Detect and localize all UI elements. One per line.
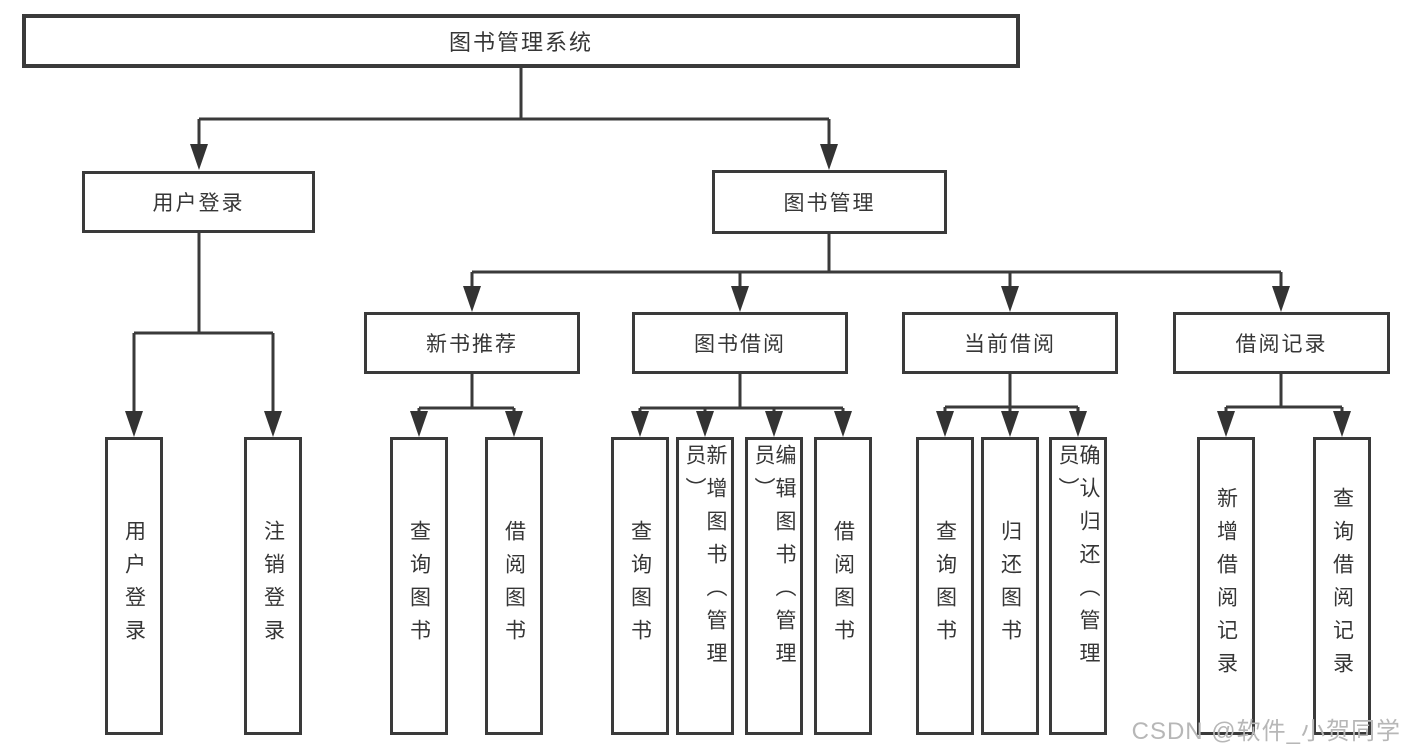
- node-book-borrowing: 图书借阅: [632, 312, 848, 374]
- arrowhead-icons: [125, 144, 1351, 437]
- node-user-login: 用户登录: [82, 171, 315, 233]
- node-library-system: 图书管理系统: [22, 14, 1020, 68]
- leaf-query-books-recommend: 查询图书: [390, 437, 448, 735]
- csdn-watermark: CSDN @软件_小贺同学: [1131, 718, 1401, 745]
- node-new-book-recommend: 新书推荐: [364, 312, 580, 374]
- node-current-borrowing: 当前借阅: [902, 312, 1118, 374]
- leaf-edit-book-admin: 编辑图书（管理员）: [745, 437, 803, 735]
- leaf-add-borrow-record: 新增借阅记录: [1197, 437, 1255, 735]
- leaf-confirm-return-admin: 确认归还（管理员）: [1049, 437, 1107, 735]
- leaf-query-books-current: 查询图书: [916, 437, 974, 735]
- leaf-query-books-borrowing: 查询图书: [611, 437, 669, 735]
- leaf-return-book: 归还图书: [981, 437, 1039, 735]
- leaf-borrow-books-recommend: 借阅图书: [485, 437, 543, 735]
- leaf-query-borrow-record: 查询借阅记录: [1313, 437, 1371, 735]
- leaf-add-book-admin: 新增图书（管理员）: [676, 437, 734, 735]
- leaf-borrow-books: 借阅图书: [814, 437, 872, 735]
- node-book-management: 图书管理: [712, 170, 947, 234]
- node-borrow-records: 借阅记录: [1173, 312, 1390, 374]
- leaf-user-login: 用户登录: [105, 437, 163, 735]
- leaf-logout-login: 注销登录: [244, 437, 302, 735]
